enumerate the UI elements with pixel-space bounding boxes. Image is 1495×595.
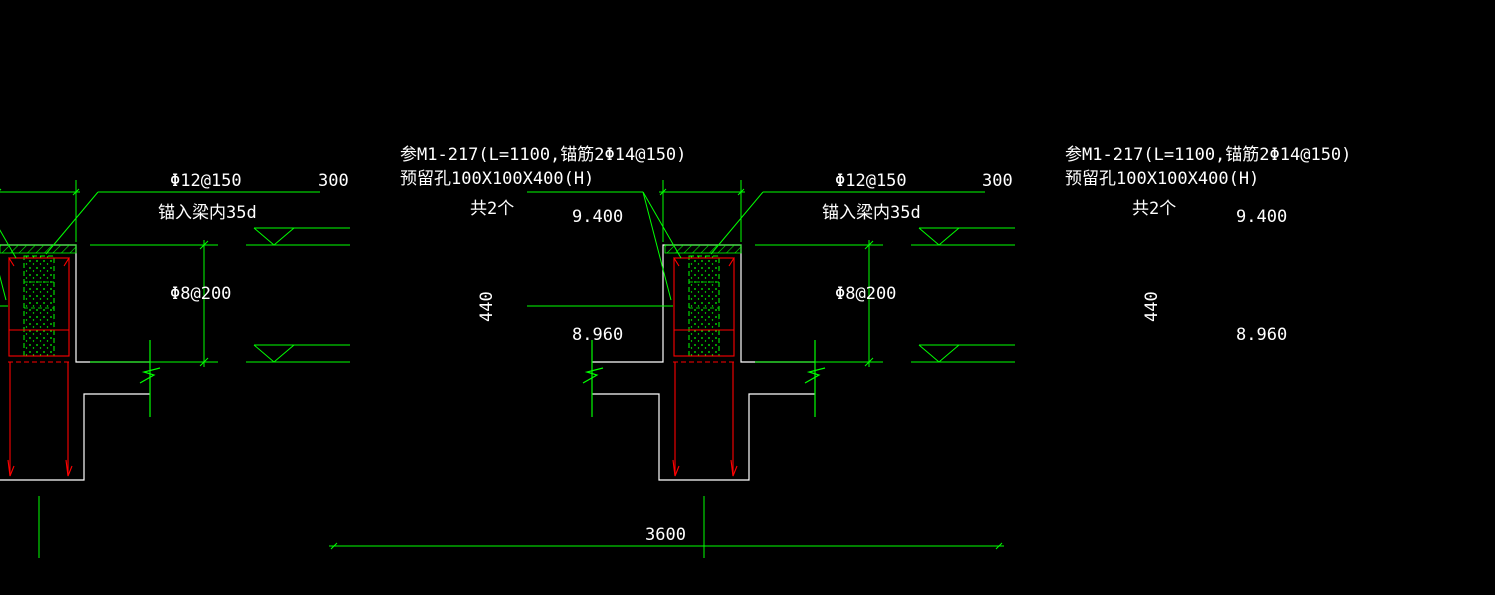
spacing-dimension-label: 3600 (645, 525, 686, 545)
beam-detail-right: 参M1-217(L=1100,锚筋2Φ14@150) 预留孔100X100X40… (526, 145, 1351, 559)
beam-detail-left: 参M1-217(L=1100,锚筋2Φ14@150) 预留孔100X100X40… (0, 145, 686, 559)
width-dimension: 300 (318, 171, 349, 191)
spacing-dimension (329, 542, 1004, 550)
elevation-top: 9.400 (1236, 207, 1287, 227)
stirrup-label: Φ8@200 (170, 284, 231, 304)
note-hole: 预留孔100X100X400(H) (1065, 169, 1259, 189)
width-dimension: 300 (982, 171, 1013, 191)
rebar-top-label: Φ12@150 (170, 171, 242, 191)
rebar-anchor-label: 锚入梁内35d (158, 203, 257, 223)
elevation-top: 9.400 (572, 207, 623, 227)
height-dimension: 440 (1142, 291, 1162, 322)
note-count: 共2个 (470, 199, 514, 219)
stirrup-label: Φ8@200 (835, 284, 896, 304)
rebar-anchor-label: 锚入梁内35d (822, 203, 921, 223)
note-ref: 参M1-217(L=1100,锚筋2Φ14@150) (1065, 145, 1351, 165)
height-dimension: 440 (477, 291, 497, 322)
note-count: 共2个 (1132, 199, 1176, 219)
note-hole: 预留孔100X100X400(H) (400, 169, 594, 189)
elevation-bottom: 8.960 (572, 325, 623, 345)
rebar-top-label: Φ12@150 (835, 171, 907, 191)
elevation-bottom: 8.960 (1236, 325, 1287, 345)
note-ref: 参M1-217(L=1100,锚筋2Φ14@150) (400, 145, 686, 165)
